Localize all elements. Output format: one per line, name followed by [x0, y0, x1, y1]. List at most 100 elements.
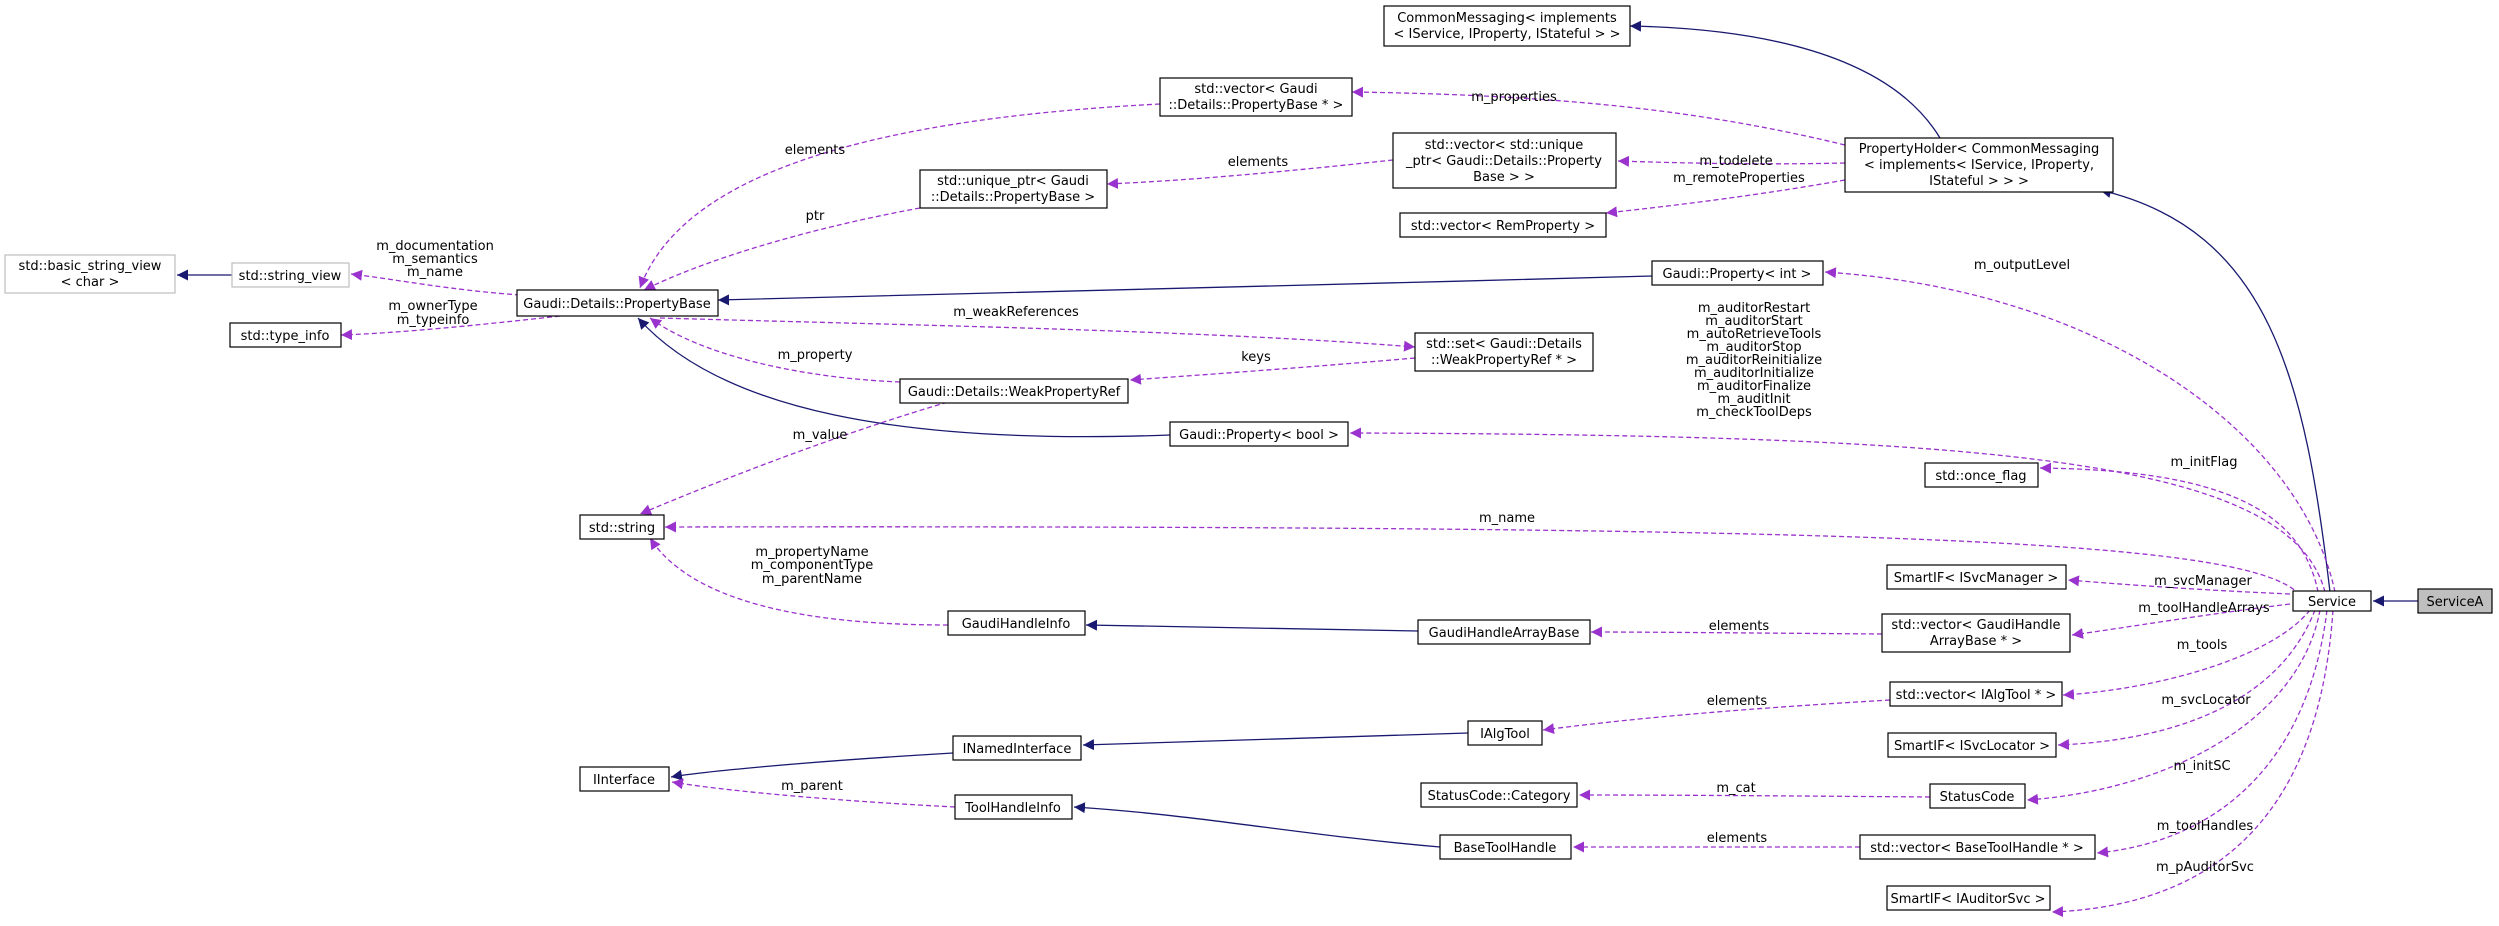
node-gaudi-handle-array-base[interactable]: GaudiHandleArrayBase: [1417, 619, 1591, 645]
label-m-property: m_property: [778, 348, 853, 363]
node-vector-rem-property-label: std::vector< RemProperty >: [1411, 219, 1595, 234]
edge-m-initflag: [2039, 462, 2319, 593]
node-vector-gaudi-handle-array[interactable]: std::vector< GaudiHandle ArrayBase * >: [1881, 613, 2071, 653]
label-m-cat: m_cat: [1716, 781, 1755, 796]
node-basic-string-view-line-1: < char >: [61, 275, 120, 290]
node-vector-unique-ptr-line-2: Base > >: [1473, 170, 1535, 185]
edge-m-property: [649, 317, 901, 383]
label-bool-member-8: m_checkToolDeps: [1696, 405, 1812, 420]
node-type-info-label: std::type_info: [241, 329, 330, 344]
node-vector-unique-ptr-line-1: _ptr< Gaudi::Details::Property: [1405, 154, 1602, 169]
edge-m-weakreferences: [659, 317, 1416, 352]
label-elements-unique-ptr: elements: [1228, 155, 1289, 170]
node-service-a[interactable]: ServiceA: [2417, 588, 2493, 614]
node-once-flag-label: std::once_flag: [1935, 469, 2026, 484]
node-gaudi-handle-array-base-label: GaudiHandleArrayBase: [1429, 626, 1580, 641]
node-common-messaging-line-0: CommonMessaging< implements: [1397, 11, 1617, 26]
edge-m-svcmanager: [2067, 575, 2291, 595]
label-elements-toolhandle: elements: [1707, 831, 1768, 846]
node-vector-base-tool-handle-label: std::vector< BaseToolHandle * >: [1870, 841, 2084, 856]
node-std-string-label: std::string: [589, 521, 655, 536]
node-weak-property-ref[interactable]: Gaudi::Details::WeakPropertyRef: [899, 378, 1129, 404]
node-ialgtool-label: IAlgTool: [1480, 727, 1530, 742]
edge-property-int-to-property-base: [717, 275, 1653, 306]
label-bool-member-1: m_auditorStart: [1705, 314, 1802, 329]
node-iinterface-label: IInterface: [593, 773, 655, 788]
node-string-view[interactable]: std::string_view: [231, 262, 350, 288]
node-service[interactable]: Service: [2292, 590, 2372, 612]
edge-m-properties: [1351, 86, 1846, 146]
label-m-properties: m_properties: [1471, 90, 1557, 105]
label-m-tools: m_tools: [2177, 638, 2228, 653]
edge-elements-gaudihandle: [1590, 626, 1883, 638]
label-handle-info-member-1: m_componentType: [751, 558, 874, 573]
node-vector-property-base[interactable]: std::vector< Gaudi ::Details::PropertyBa…: [1159, 77, 1353, 117]
node-smartif-auditor-svc[interactable]: SmartIF< IAuditorSvc >: [1886, 885, 2051, 911]
label-ptr: ptr: [806, 209, 825, 224]
node-base-tool-handle[interactable]: BaseToolHandle: [1439, 834, 1572, 860]
node-type-info[interactable]: std::type_info: [229, 322, 342, 348]
edge-elements-vector-propertybase: [638, 103, 1161, 289]
node-unique-ptr-property-base[interactable]: std::unique_ptr< Gaudi ::Details::Proper…: [919, 169, 1108, 209]
node-iinterface[interactable]: IInterface: [579, 766, 670, 792]
edge-m-toolhandles: [2096, 609, 2328, 858]
node-inamed-interface[interactable]: INamedInterface: [952, 735, 1082, 761]
label-bool-member-7: m_auditInit: [1717, 392, 1790, 407]
node-property-bool-label: Gaudi::Property< bool >: [1179, 428, 1339, 443]
node-base-tool-handle-label: BaseToolHandle: [1454, 841, 1557, 856]
edge-service-to-propertyholder: [2099, 187, 2331, 593]
label-type-info-member-0: m_ownerType: [388, 299, 477, 314]
label-elements-vector-pb: elements: [785, 143, 846, 158]
node-string-view-label: std::string_view: [239, 269, 342, 284]
node-smartif-svc-locator-label: SmartIF< ISvcLocator >: [1894, 739, 2050, 754]
node-inamed-interface-label: INamedInterface: [963, 742, 1072, 757]
node-gaudi-handle-info[interactable]: GaudiHandleInfo: [947, 610, 1086, 636]
node-std-string[interactable]: std::string: [579, 514, 665, 540]
node-ialgtool[interactable]: IAlgTool: [1467, 720, 1543, 746]
label-string-view-member-0: m_documentation: [376, 239, 494, 254]
node-smartif-auditor-svc-label: SmartIF< IAuditorSvc >: [1890, 892, 2045, 907]
label-bool-member-0: m_auditorRestart: [1698, 301, 1810, 316]
label-bool-member-6: m_auditorFinalize: [1697, 379, 1811, 394]
label-m-remoteproperties: m_remoteProperties: [1673, 171, 1805, 186]
edge-ialgtool-to-inamedinterface: [1082, 732, 1469, 751]
edge-m-tools: [2062, 609, 2311, 700]
edge-property-bool-to-property-base: [637, 317, 1171, 438]
node-property-base-label: Gaudi::Details::PropertyBase: [523, 297, 710, 312]
node-set-weak-ref-line-0: std::set< Gaudi::Details: [1426, 337, 1582, 352]
node-basic-string-view[interactable]: std::basic_string_view < char >: [4, 254, 176, 294]
node-smartif-svc-manager[interactable]: SmartIF< ISvcManager >: [1886, 564, 2067, 590]
edge-handle-info-members: [649, 537, 949, 626]
node-set-weak-ref[interactable]: std::set< Gaudi::Details ::WeakPropertyR…: [1414, 332, 1594, 372]
edge-basetoolhandle-to-toolhandleinfo: [1073, 802, 1441, 848]
label-m-svcmanager: m_svcManager: [2154, 574, 2252, 589]
node-vector-property-base-line-1: ::Details::PropertyBase * >: [1169, 98, 1344, 113]
node-weak-property-ref-label: Gaudi::Details::WeakPropertyRef: [908, 385, 1121, 400]
node-status-code-category[interactable]: StatusCode::Category: [1420, 782, 1578, 808]
node-property-int[interactable]: Gaudi::Property< int >: [1651, 260, 1824, 286]
node-unique-ptr-line-1: ::Details::PropertyBase >: [931, 190, 1095, 205]
label-m-toolhandlearrays: m_toolHandleArrays: [2138, 601, 2270, 616]
node-status-code[interactable]: StatusCode: [1929, 783, 2026, 809]
node-property-bool[interactable]: Gaudi::Property< bool >: [1169, 421, 1349, 447]
node-vector-unique-ptr[interactable]: std::vector< std::unique _ptr< Gaudi::De…: [1392, 132, 1617, 189]
label-bool-member-2: m_autoRetrieveTools: [1687, 327, 1822, 342]
node-service-a-label: ServiceA: [2427, 595, 2484, 610]
node-vector-base-tool-handle[interactable]: std::vector< BaseToolHandle * >: [1859, 834, 2096, 860]
node-property-base[interactable]: Gaudi::Details::PropertyBase: [516, 289, 719, 317]
node-property-holder-line-2: IStateful > > >: [1929, 174, 2029, 189]
node-vector-ialgtool[interactable]: std::vector< IAlgTool * >: [1889, 681, 2063, 707]
node-property-int-label: Gaudi::Property< int >: [1663, 267, 1812, 282]
node-common-messaging[interactable]: CommonMessaging< implements < IService, …: [1383, 5, 1631, 47]
node-set-weak-ref-line-1: ::WeakPropertyRef * >: [1431, 353, 1577, 368]
node-property-holder[interactable]: PropertyHolder< CommonMessaging < implem…: [1844, 137, 2114, 193]
label-m-initflag: m_initFlag: [2170, 455, 2237, 470]
node-tool-handle-info[interactable]: ToolHandleInfo: [954, 794, 1073, 820]
node-once-flag[interactable]: std::once_flag: [1924, 462, 2039, 488]
node-smartif-svc-locator[interactable]: SmartIF< ISvcLocator >: [1887, 732, 2057, 758]
node-vector-gaudi-handle-array-line-1: ArrayBase * >: [1930, 634, 2022, 649]
label-handle-info-member-2: m_parentName: [762, 572, 862, 587]
label-keys: keys: [1241, 350, 1271, 365]
node-vector-rem-property[interactable]: std::vector< RemProperty >: [1399, 212, 1607, 238]
node-tool-handle-info-label: ToolHandleInfo: [964, 801, 1061, 816]
